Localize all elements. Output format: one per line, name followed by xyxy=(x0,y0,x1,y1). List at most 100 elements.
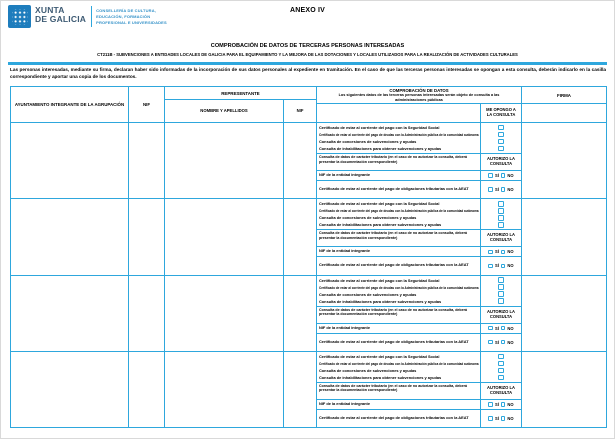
logo-name-line2: DE GALICIA xyxy=(35,14,87,25)
opongo-item-label: Certificado de estar al corriente del pa… xyxy=(319,208,479,214)
me-opongo-checkbox[interactable] xyxy=(498,277,504,283)
opongo-items-list: Certificado de estar al corriente del pa… xyxy=(317,275,481,306)
comprobacion-table: AYUNTAMIENTO INTEGRANTE DE LA AGRUPACIÓN… xyxy=(10,86,607,428)
opongo-item-label: Certificado de estar al corriente del pa… xyxy=(319,125,440,130)
me-opongo-checkbox[interactable] xyxy=(498,291,504,297)
header-comprobacion-spacer xyxy=(317,104,481,122)
nombre-apellidos-input-cell[interactable] xyxy=(165,123,284,199)
nif-input-cell[interactable] xyxy=(129,275,165,351)
table-header-row: AYUNTAMIENTO INTEGRANTE DE LA AGRUPACIÓN… xyxy=(11,87,606,123)
me-opongo-checkbox-stack xyxy=(481,123,521,153)
opongo-item-label: Consulta de concesiones de subvenciones … xyxy=(319,139,417,144)
nif-representante-input-cell[interactable] xyxy=(284,199,317,275)
no-label: NO xyxy=(507,401,514,407)
ayuntamiento-input-cell[interactable] xyxy=(11,199,129,275)
nombre-apellidos-input-cell[interactable] xyxy=(165,275,284,351)
comprobacion-cell-group: Certificado de estar al corriente del pa… xyxy=(317,351,522,427)
ayuntamiento-input-cell[interactable] xyxy=(11,123,129,199)
opongo-item-label: Certificado de estar al corriente del pa… xyxy=(319,353,440,359)
me-opongo-checkbox[interactable] xyxy=(498,374,504,380)
no-label: NO xyxy=(507,173,514,178)
autorizo-yes-checkbox[interactable] xyxy=(488,187,493,192)
no-label: NO xyxy=(507,325,514,331)
ayuntamiento-input-cell[interactable] xyxy=(11,351,129,427)
comprobacion-cell-group: Certificado de estar al corriente del pa… xyxy=(317,199,522,275)
opongo-item-label: Consulta de concesiones de subvenciones … xyxy=(319,291,417,297)
autorizo-no-checkbox[interactable] xyxy=(500,263,506,269)
opongo-item-label: Consulta de inhabilitaciones para obtene… xyxy=(319,374,442,380)
autorizo-no-checkbox[interactable] xyxy=(500,416,506,421)
me-opongo-checkbox[interactable] xyxy=(498,222,504,228)
opongo-item-label: Certificado de estar al corriente del pa… xyxy=(319,132,479,137)
opongo-item-label: Consulta de inhabilitaciones para obtene… xyxy=(319,222,442,228)
autorizo-no-checkbox[interactable] xyxy=(500,402,506,407)
firma-signature-cell[interactable] xyxy=(522,352,606,427)
intro-paragraph: Las personas interesadas, mediante su fi… xyxy=(10,67,606,79)
header-ayuntamiento: AYUNTAMIENTO INTEGRANTE DE LA AGRUPACIÓN xyxy=(11,87,129,122)
anexo-label: ANEXO IV xyxy=(289,7,326,14)
me-opongo-checkbox[interactable] xyxy=(498,298,504,304)
nombre-apellidos-input-cell[interactable] xyxy=(165,351,284,427)
autorizo-consulta-label: AUTORIZO LA CONSULTA xyxy=(487,156,515,166)
firma-signature-cell[interactable] xyxy=(522,123,606,198)
me-opongo-checkbox[interactable] xyxy=(498,138,504,145)
autorizo-no-checkbox[interactable] xyxy=(500,187,506,192)
firma-signature-cell[interactable] xyxy=(522,276,606,351)
me-opongo-checkbox[interactable] xyxy=(498,360,504,366)
autorizo-no-checkbox[interactable] xyxy=(500,325,506,331)
autorizo-item-label: NIF de la entidad integrante xyxy=(317,247,481,257)
autorizo-yes-checkbox[interactable] xyxy=(488,249,493,254)
autorizo-no-checkbox[interactable] xyxy=(500,339,506,345)
form-title: COMPROBACIÓN DE DATOS DE TERCERAS PERSON… xyxy=(210,43,405,49)
me-opongo-checkbox[interactable] xyxy=(498,201,504,207)
autorizo-options: SÍ NO xyxy=(481,171,521,180)
me-opongo-checkbox[interactable] xyxy=(498,124,504,131)
yes-label: SÍ xyxy=(494,415,499,421)
autorizo-options: SÍ NO xyxy=(481,257,521,274)
me-opongo-checkbox[interactable] xyxy=(498,353,504,359)
autorizo-yes-checkbox[interactable] xyxy=(488,325,493,331)
header-me-opongo: ME OPONGO A LA CONSULTA xyxy=(486,107,516,117)
opongo-item-label: Consulta de inhabilitaciones para obtene… xyxy=(319,146,442,151)
me-opongo-checkbox-stack xyxy=(481,352,521,382)
autorizo-yes-checkbox[interactable] xyxy=(488,173,493,178)
me-opongo-checkbox[interactable] xyxy=(498,284,504,290)
nif-input-cell[interactable] xyxy=(129,351,165,427)
nif-representante-input-cell[interactable] xyxy=(284,351,317,427)
autorizo-yes-checkbox[interactable] xyxy=(488,416,493,421)
opongo-item-label: Certificado de estar al corriente del pa… xyxy=(319,201,440,207)
firma-signature-cell[interactable] xyxy=(522,199,606,274)
tributario-note: Consulta de datos de carácter tributario… xyxy=(317,230,481,247)
me-opongo-checkbox[interactable] xyxy=(498,145,504,152)
ayuntamiento-input-cell[interactable] xyxy=(11,275,129,351)
opongo-items-list: Certificado de estar al corriente del pa… xyxy=(317,199,481,230)
no-label: NO xyxy=(507,339,514,345)
autorizo-yes-checkbox[interactable] xyxy=(488,402,493,407)
nif-input-cell[interactable] xyxy=(129,199,165,275)
opongo-item-label: Certificado de estar al corriente del pa… xyxy=(319,277,440,283)
opongo-items-list: Certificado de estar al corriente del pa… xyxy=(317,123,481,153)
autorizo-no-checkbox[interactable] xyxy=(500,173,506,178)
nif-input-cell[interactable] xyxy=(129,123,165,199)
autorizo-yes-checkbox[interactable] xyxy=(488,263,493,269)
yes-label: SÍ xyxy=(494,187,499,193)
me-opongo-checkbox[interactable] xyxy=(498,215,504,221)
yes-label: SÍ xyxy=(494,401,499,407)
me-opongo-checkbox[interactable] xyxy=(498,208,504,214)
header-comprobacion-block: COMPROBACIÓN DE DATOS Los siguientes dat… xyxy=(317,87,522,122)
nif-representante-input-cell[interactable] xyxy=(284,123,317,199)
entity-row-group: Certificado de estar al corriente del pa… xyxy=(11,275,606,352)
comprobacion-cell-group: Certificado de estar al corriente del pa… xyxy=(317,275,522,351)
header-nif-representante: NIF xyxy=(296,108,304,114)
logo-name-line1: XUNTA xyxy=(35,5,65,15)
autorizo-no-checkbox[interactable] xyxy=(500,249,506,254)
no-label: NO xyxy=(507,263,514,269)
nombre-apellidos-input-cell[interactable] xyxy=(165,199,284,275)
logo-divider xyxy=(91,6,93,27)
entity-row-group: Certificado de estar al corriente del pa… xyxy=(11,199,606,276)
nif-representante-input-cell[interactable] xyxy=(284,275,317,351)
autorizo-yes-checkbox[interactable] xyxy=(488,339,493,345)
autorizo-options: SÍ NO xyxy=(481,410,521,427)
me-opongo-checkbox[interactable] xyxy=(498,131,504,138)
me-opongo-checkbox[interactable] xyxy=(498,367,504,373)
